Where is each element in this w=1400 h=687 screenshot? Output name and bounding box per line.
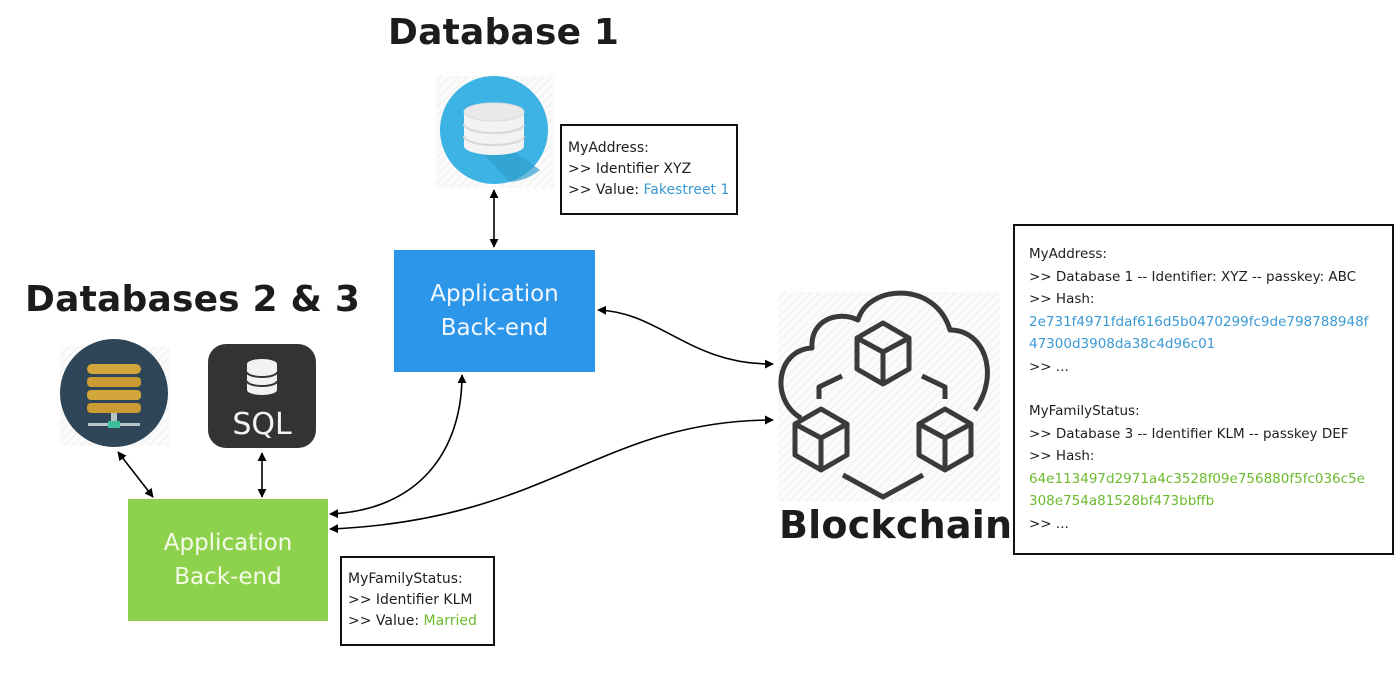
database1-title: Database 1 bbox=[388, 12, 620, 53]
entry-detail: >> Database 1 -- Identifier: XYZ -- pass… bbox=[1029, 268, 1357, 285]
green-application-backend: Application Back-end bbox=[128, 499, 328, 621]
databases23-title: Databases 2 & 3 bbox=[25, 279, 361, 320]
blue-backend-line2: Back-end bbox=[440, 315, 549, 341]
blockchain-entry-myaddress: MyAddress: >> Database 1 -- Identifier: … bbox=[1029, 243, 1378, 378]
entry-hash-label: >> Hash: bbox=[1029, 291, 1095, 307]
db3-record-box: MyFamilyStatus: >> Identifier KLM >> Val… bbox=[340, 556, 495, 646]
blue-to-green-backend-arrow bbox=[329, 374, 467, 519]
blockchain-record-box: MyAddress: >> Database 1 -- Identifier: … bbox=[1013, 224, 1394, 555]
db1-record-value: Fakestreet 1 bbox=[643, 182, 730, 198]
blue-backend-to-blockchain-arrow bbox=[597, 305, 774, 369]
db1-record-box: MyAddress: >> Identifier XYZ >> Value: F… bbox=[560, 124, 738, 215]
blockchain-entry-myfamilystatus: MyFamilyStatus: >> Database 3 -- Identif… bbox=[1029, 400, 1378, 535]
db1-record-name: MyAddress: bbox=[568, 140, 649, 156]
blockchain-title: Blockchain bbox=[779, 503, 1013, 547]
db1-record-identifier: >> Identifier XYZ bbox=[568, 161, 692, 177]
connectors bbox=[117, 189, 774, 534]
db3-record-name: MyFamilyStatus: bbox=[348, 571, 463, 587]
entry-hash-line2: 308e754a81528bf473bbffb bbox=[1029, 493, 1215, 509]
entry-hash-label: >> Hash: bbox=[1029, 448, 1095, 464]
blockchain-cloud-icon bbox=[778, 290, 1000, 502]
blue-application-backend: Application Back-end bbox=[394, 250, 595, 372]
entry-more: >> ... bbox=[1029, 515, 1069, 532]
db3-record-value: Married bbox=[423, 613, 477, 629]
green-backend-line2: Back-end bbox=[174, 564, 282, 590]
green-backend-line1: Application bbox=[163, 530, 293, 556]
sql-label: SQL bbox=[232, 407, 292, 442]
entry-hash-line1: 2e731f4971fdaf616d5b0470299fc9de79878894… bbox=[1029, 313, 1369, 330]
sql-database-icon: SQL bbox=[208, 344, 316, 448]
entry-more: >> ... bbox=[1029, 358, 1069, 375]
db1-record-value-label: >> Value: bbox=[568, 182, 644, 198]
blue-backend-line1: Application bbox=[430, 281, 559, 307]
entry-hash-line1: 64e113497d2971a4c3528f09e756880f5fc036c5… bbox=[1029, 470, 1365, 487]
db3-record-value-row: >> Value: Married bbox=[348, 611, 487, 632]
db3-record-value-label: >> Value: bbox=[348, 613, 424, 629]
entry-detail: >> Database 3 -- Identifier KLM -- passk… bbox=[1029, 425, 1349, 442]
entry-name: MyFamilyStatus: bbox=[1029, 403, 1140, 419]
db2-to-green-backend-arrow bbox=[117, 451, 154, 498]
server-database-icon bbox=[60, 339, 170, 447]
green-backend-to-blockchain-arrow bbox=[329, 415, 774, 534]
entry-name: MyAddress: bbox=[1029, 246, 1107, 262]
db1-record-value-row: >> Value: Fakestreet 1 bbox=[568, 180, 730, 201]
db3-record-identifier: >> Identifier KLM bbox=[348, 592, 473, 608]
entry-hash-line2: 47300d3908da38c4d96c01 bbox=[1029, 336, 1216, 352]
database-icon bbox=[436, 76, 554, 188]
